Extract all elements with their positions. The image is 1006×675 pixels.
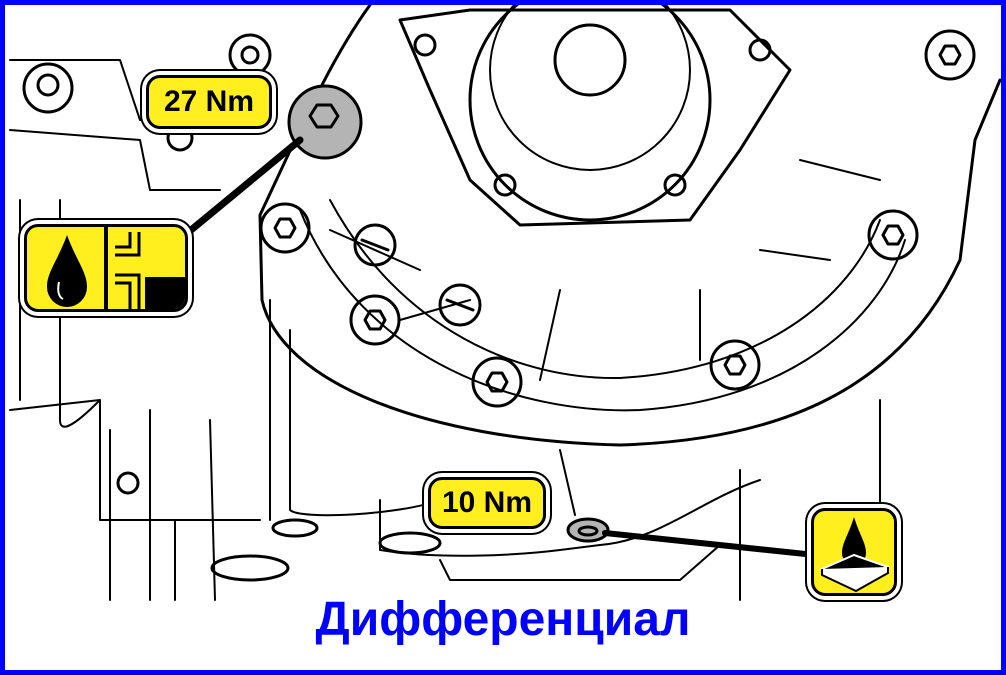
drain-plug [566,517,610,543]
torque-label-drain: 10 Nm [428,477,546,529]
bolts [22,29,976,408]
oil-fill-level-icon [24,224,188,312]
torque-label-filler: 27 Nm [146,75,272,129]
oil-drain-icon [811,508,897,596]
caption-title: Дифференциал [315,593,691,646]
filler-plug [287,84,363,160]
